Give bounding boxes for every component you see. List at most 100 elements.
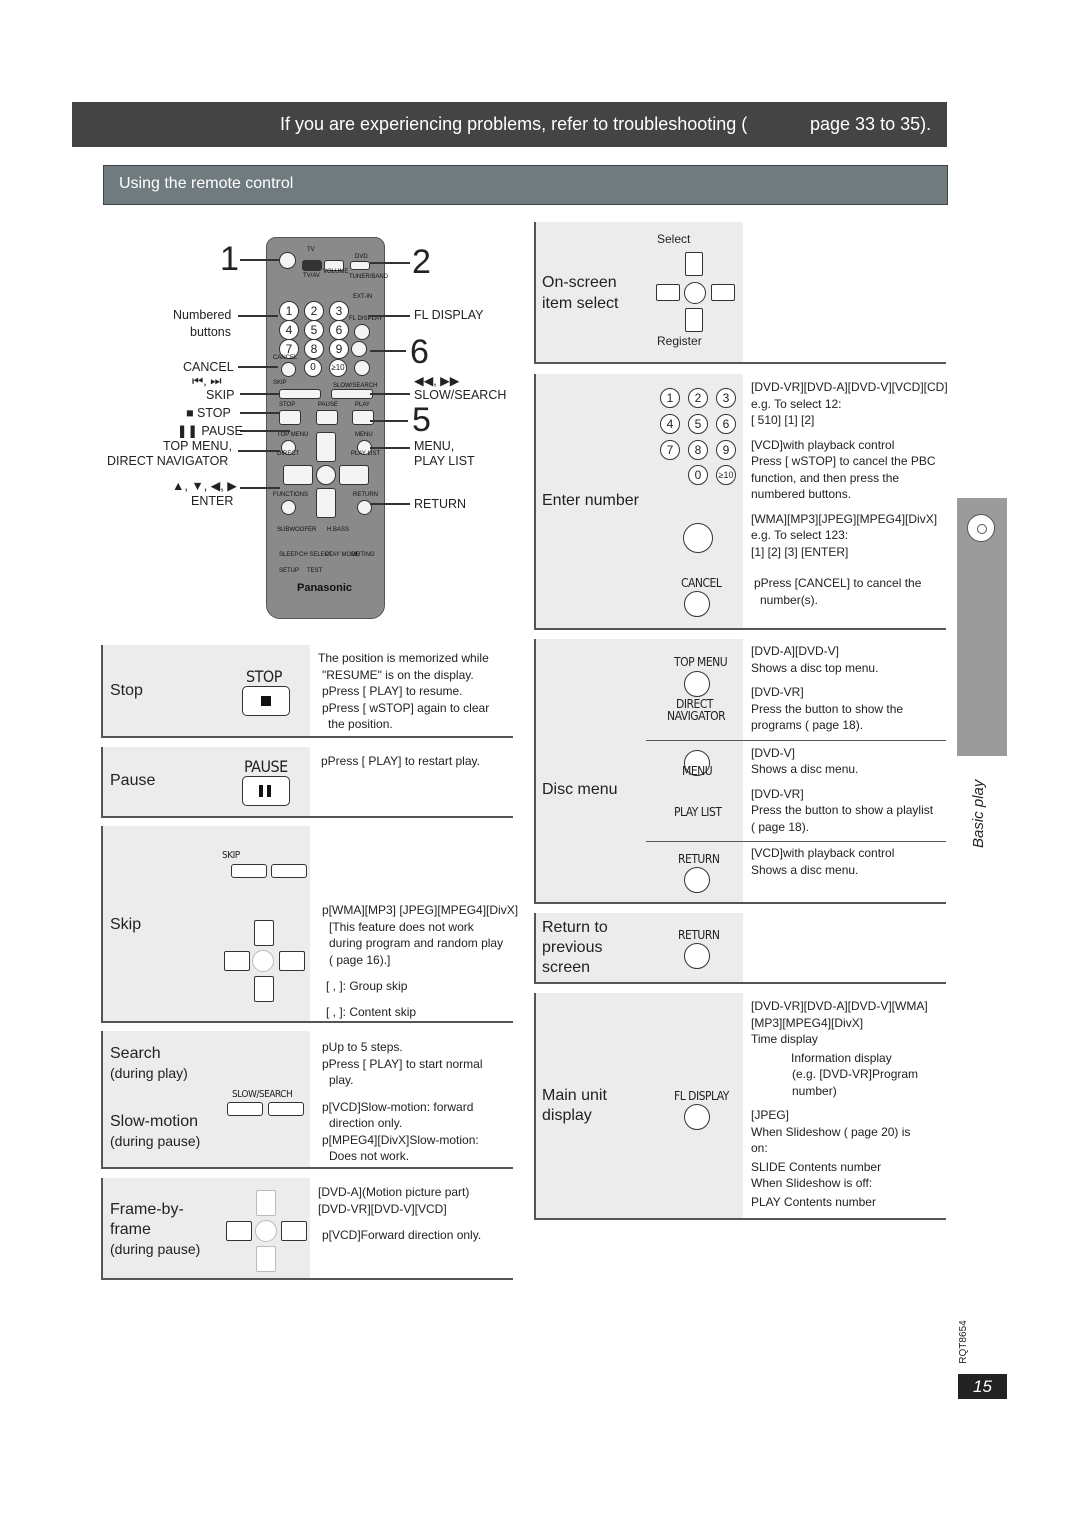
- callout-slow-sym: ◀◀, ▶▶: [414, 374, 460, 388]
- cancel-key: [684, 591, 710, 617]
- return-key-label: RETURN: [678, 928, 720, 942]
- down-arrow-key-faded: [256, 1246, 276, 1272]
- doc-code: RQT8654: [958, 1320, 969, 1364]
- frame-left-key: [226, 1221, 252, 1241]
- main-unit-section: [536, 993, 743, 1219]
- pause-key-label: PAUSE: [244, 757, 288, 776]
- playlist-key-label: PLAY LIST: [674, 805, 722, 819]
- slow-motion-subtitle: (during pause): [110, 1133, 201, 1149]
- main-unit-description: [DVD-VR][DVD-A][DVD-V][WMA] [MP3][MPEG4]…: [751, 999, 928, 1209]
- down-arrow-key: [254, 976, 274, 1002]
- callout-enter: ENTER: [191, 494, 234, 508]
- direct-key-label: DIRECT: [676, 697, 713, 711]
- frame-subtitle: (during pause): [110, 1241, 201, 1257]
- callout-buttons: buttons: [190, 325, 232, 339]
- skip-prev-key: [231, 864, 267, 878]
- brand-logo: Panasonic: [297, 582, 353, 594]
- return-title: Return to: [542, 919, 608, 936]
- up-arrow-key-faded: [256, 1190, 276, 1216]
- enter-key-faded: [252, 950, 274, 972]
- enter-number-description: [DVD-VR][DVD-A][DVD-V][VCD][CD] e.g. To …: [751, 380, 948, 607]
- cancel-key-label: CANCEL: [681, 576, 722, 590]
- top-menu-key-label: TOP MENU: [674, 655, 728, 669]
- pause-title: Pause: [110, 772, 156, 789]
- header-text: If you are experiencing problems, refer …: [280, 114, 748, 134]
- search-title: Search: [110, 1045, 161, 1062]
- section-title-bar: Using the remote control: [103, 165, 948, 205]
- remote-control-illustration: TV DVD TV/AV VOLUME TUNER/BAND EXT-IN 1 …: [266, 237, 388, 619]
- onscreen-enter-key: [684, 282, 706, 304]
- callout-1: 1: [220, 240, 239, 278]
- slow-search-key-label: SLOW/SEARCH: [232, 1089, 293, 1100]
- main-unit-title-b: display: [542, 1107, 592, 1124]
- stop-key-label: STOP: [246, 667, 282, 686]
- slow-motion-title: Slow-motion: [110, 1113, 199, 1130]
- menu-key-label: MENU: [682, 764, 713, 778]
- disc-menu-title: Disc menu: [542, 781, 618, 798]
- enter-number-title: Enter number: [542, 492, 639, 509]
- onscreen-right-key: [711, 284, 735, 301]
- enter-key: [683, 523, 713, 553]
- header-bar: If you are experiencing problems, refer …: [72, 102, 947, 147]
- return-section: [536, 913, 743, 983]
- stop-title: Stop: [110, 682, 143, 699]
- search-section: [103, 1031, 310, 1168]
- onscreen-title: On-screen: [542, 274, 617, 291]
- skip-key-label: SKIP: [222, 850, 240, 861]
- disc-return-key-label: RETURN: [678, 852, 720, 866]
- callout-arrows: ▲, ▼, ◀, ▶: [172, 479, 237, 493]
- onscreen-select-label: Select: [657, 232, 691, 246]
- enter-number-section: [536, 374, 743, 628]
- callout-play-list: PLAY LIST: [414, 454, 475, 468]
- frame-description: [DVD-A](Motion picture part) [DVD-VR][DV…: [318, 1185, 482, 1242]
- fl-display-key: [684, 1104, 710, 1130]
- slow-rewind-key: [227, 1102, 263, 1116]
- skip-section: [103, 826, 310, 1022]
- disc-return-key: [684, 867, 710, 893]
- fl-display-key-label: FL DISPLAY: [674, 1089, 729, 1103]
- skip-next-key: [271, 864, 307, 878]
- callout-return: RETURN: [414, 497, 467, 511]
- callout-stop: ■ STOP: [186, 406, 231, 420]
- main-unit-title: Main unit: [542, 1087, 607, 1104]
- frame-enter-key-faded: [255, 1220, 277, 1242]
- callout-skip: SKIP: [206, 388, 235, 402]
- callout-2: 2: [412, 243, 431, 281]
- section-title: Using the remote control: [119, 175, 294, 192]
- header-page-ref: page 33 to 35).: [810, 114, 932, 134]
- menu-key: [684, 750, 710, 776]
- stop-key: [242, 686, 290, 716]
- onscreen-title-b: item select: [542, 295, 619, 312]
- frame-right-key: [281, 1221, 307, 1241]
- disc-menu-description: [DVD-A][DVD-V] Shows a disc top menu. [D…: [751, 644, 934, 877]
- frame-title: Frame-by-: [110, 1201, 184, 1218]
- onscreen-section: [536, 222, 743, 363]
- skip-description: p[WMA][MP3] [JPEG][MPEG4][DivX] [This fe…: [322, 903, 519, 1019]
- side-tab: [957, 498, 1007, 756]
- callout-slow-search: SLOW/SEARCH: [414, 388, 507, 402]
- page-number: 15: [958, 1374, 1007, 1399]
- onscreen-down-key: [685, 308, 703, 332]
- return-title-b: previous: [542, 939, 603, 956]
- left-arrow-key: [224, 951, 250, 971]
- callout-fl-display: FL DISPLAY: [414, 308, 484, 322]
- search-description: pUp to 5 steps. pPress [ PLAY] to start …: [322, 1040, 483, 1163]
- callout-top-menu: TOP MENU,: [163, 439, 232, 453]
- navigator-key-label: NAVIGATOR: [667, 709, 726, 723]
- onscreen-register-label: Register: [657, 334, 702, 348]
- frame-title-b: frame: [110, 1221, 151, 1238]
- right-arrow-key: [279, 951, 305, 971]
- up-arrow-key: [254, 920, 274, 946]
- callout-6: 6: [410, 333, 429, 371]
- onscreen-up-key: [685, 252, 703, 276]
- top-menu-key: [684, 671, 710, 697]
- power-key: [279, 252, 296, 269]
- callout-numbered: Numbered: [173, 308, 232, 322]
- skip-title: Skip: [110, 916, 142, 933]
- search-subtitle: (during play): [110, 1065, 188, 1081]
- callout-pause: ❚❚ PAUSE: [177, 424, 243, 438]
- callout-direct-navigator: DIRECT NAVIGATOR: [107, 454, 229, 468]
- slow-forward-key: [268, 1102, 304, 1116]
- return-title-c: screen: [542, 959, 591, 976]
- pause-key: [242, 776, 290, 806]
